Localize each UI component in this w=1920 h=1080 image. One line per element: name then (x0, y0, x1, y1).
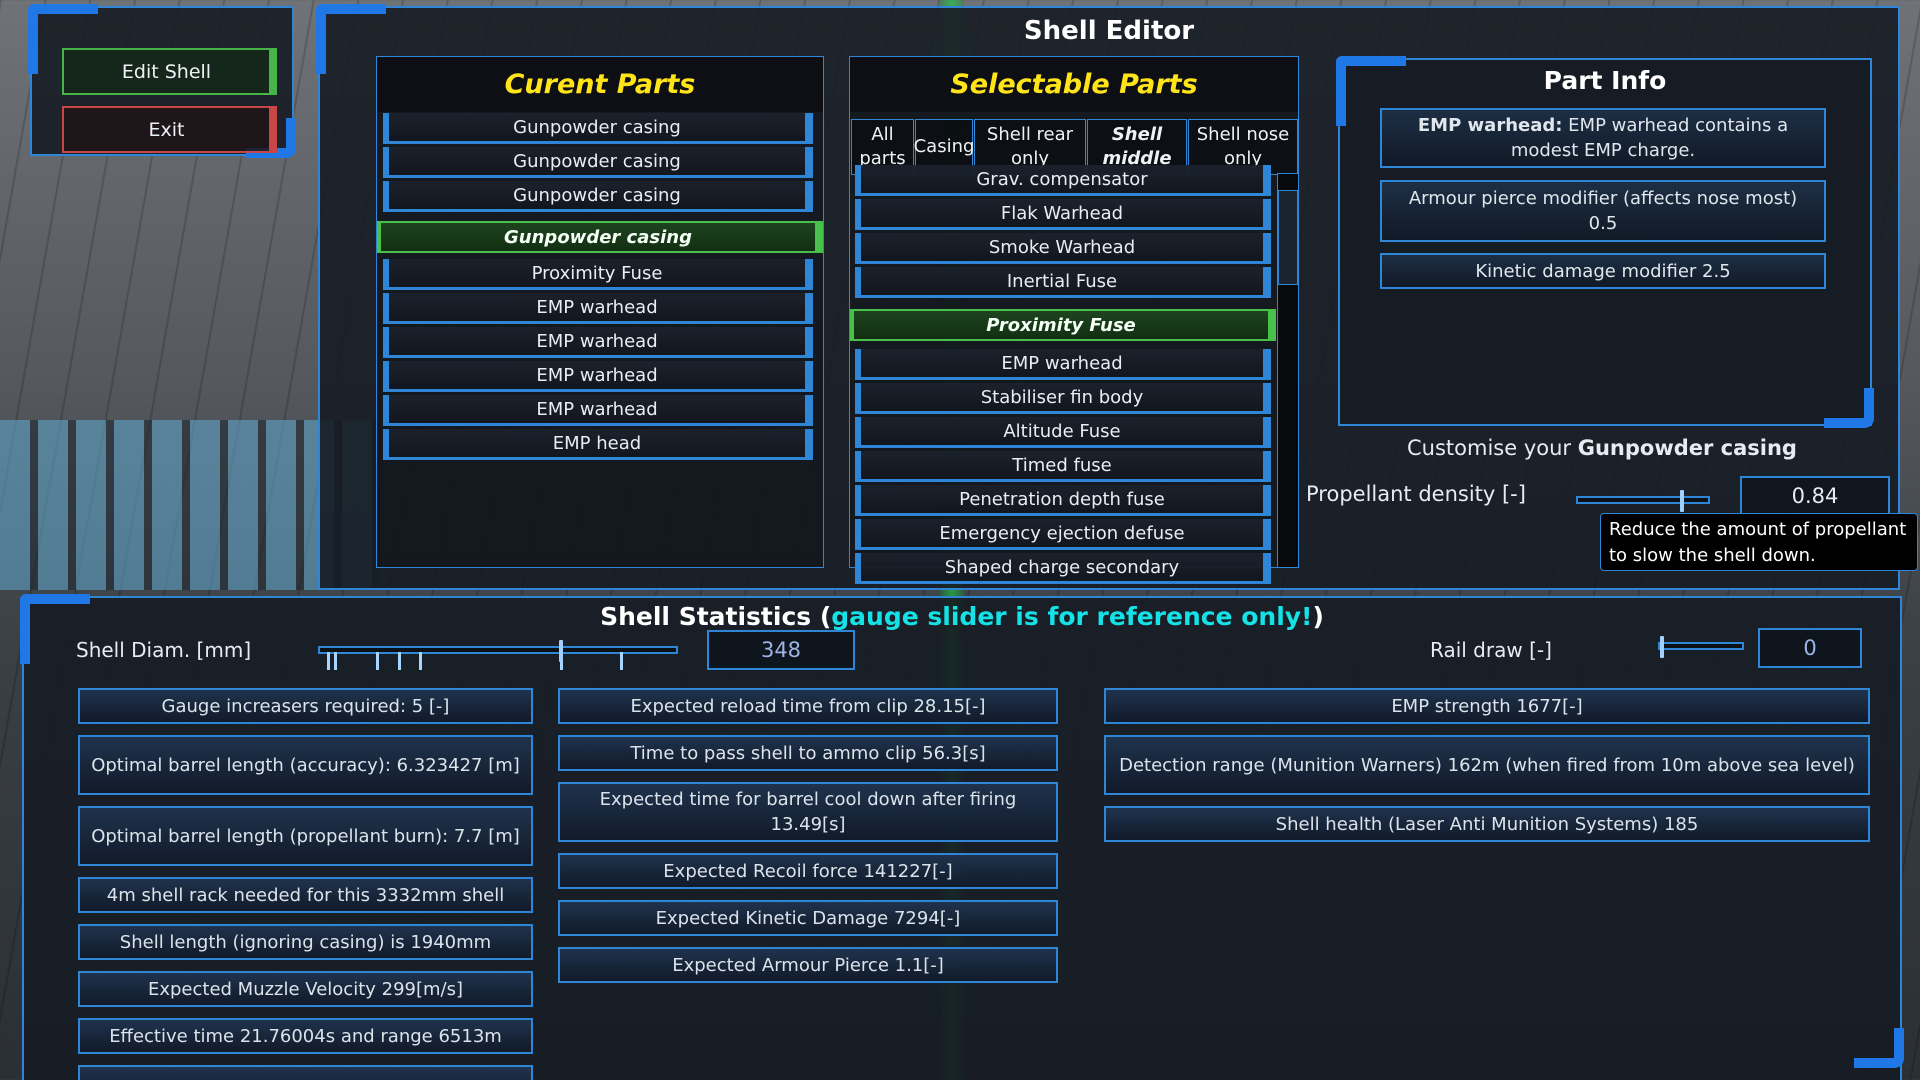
stat-box: Detection range (Munition Warners) 162m … (1104, 735, 1870, 795)
selectable-part-item[interactable]: Flak Warhead (855, 199, 1271, 230)
gauge-tick-mark (419, 652, 422, 670)
propellant-density-field[interactable]: 0.84 (1740, 476, 1890, 516)
current-part-item[interactable]: Proximity Fuse (383, 259, 813, 290)
selectable-part-item[interactable]: Inertial Fuse (855, 267, 1271, 298)
exit-button[interactable]: Exit (62, 106, 277, 153)
stat-box: Shell health (Laser Anti Munition System… (1104, 806, 1870, 842)
panel-corner-decoration (1336, 56, 1406, 126)
propellant-density-label: Propellant density [-] (1306, 482, 1526, 506)
gauge-tick-mark (376, 652, 379, 670)
current-part-item[interactable]: EMP warhead (383, 361, 813, 392)
stat-box: Expected Armour Pierce 1.1[-] (558, 947, 1058, 983)
selectable-part-item[interactable]: Proximity Fuse (850, 309, 1276, 341)
gauge-tick-mark (398, 652, 401, 670)
panel-corner-decoration (1824, 388, 1874, 428)
panel-corner-decoration (20, 594, 90, 664)
gauge-tick-mark (327, 652, 330, 670)
selectable-part-item[interactable]: Emergency ejection defuse (855, 519, 1271, 550)
stat-box: Effective time 21.76004s and range 6513m (78, 1018, 533, 1054)
panel-corner-decoration (316, 4, 386, 74)
selectable-part-item[interactable]: Stabiliser fin body (855, 383, 1271, 414)
edit-shell-button[interactable]: Edit Shell (62, 48, 277, 95)
stats-title-text: Shell Statistics ( (600, 602, 832, 631)
current-part-item[interactable]: Gunpowder casing (383, 181, 813, 212)
selectable-part-item[interactable]: Penetration depth fuse (855, 485, 1271, 516)
current-part-item[interactable]: EMP warhead (383, 327, 813, 358)
stat-box: EMP strength 1677[-] (1104, 688, 1870, 724)
current-part-item[interactable]: EMP head (383, 429, 813, 460)
shell-statistics-panel: Shell Statistics (gauge slider is for re… (20, 594, 1904, 1080)
panel-corner-decoration (1854, 1028, 1904, 1068)
current-part-item[interactable]: Gunpowder casing (383, 113, 813, 144)
stat-box: Optimal barrel length (accuracy): 6.3234… (78, 735, 533, 795)
selectable-part-item[interactable]: Smoke Warhead (855, 233, 1271, 264)
armour-pierce-modifier: Armour pierce modifier (affects nose mos… (1380, 180, 1826, 242)
current-part-item[interactable]: EMP warhead (383, 395, 813, 426)
selectable-part-item[interactable]: EMP warhead (855, 349, 1271, 380)
stats-title-end: ) (1312, 602, 1324, 631)
shell-diameter-field[interactable]: 348 (707, 630, 855, 670)
side-menu-panel: Edit Shell Exit (28, 4, 296, 158)
stat-box (78, 1065, 533, 1080)
customise-heading: Customise your Gunpowder casing (1407, 436, 1797, 460)
selectable-part-item[interactable]: Timed fuse (855, 451, 1271, 482)
panel-corner-decoration (246, 118, 296, 158)
background-scene-pipe (0, 420, 380, 590)
slider-thumb[interactable] (559, 640, 563, 662)
propellant-tooltip: Reduce the amount of propellant to slow … (1600, 513, 1918, 571)
stat-box: Expected reload time from clip 28.15[-] (558, 688, 1058, 724)
stat-box: Time to pass shell to ammo clip 56.3[s] (558, 735, 1058, 771)
slider-thumb[interactable] (1660, 636, 1664, 658)
stat-box: Optimal barrel length (propellant burn):… (78, 806, 533, 866)
selectable-part-item[interactable]: Grav. compensator (855, 165, 1271, 196)
gauge-tick-mark (334, 652, 337, 670)
scrollbar-thumb[interactable] (1278, 190, 1298, 285)
shell-diameter-label: Shell Diam. [mm] (76, 638, 252, 662)
stats-title-note: gauge slider is for reference only! (831, 602, 1313, 631)
stat-box: Expected time for barrel cool down after… (558, 782, 1058, 842)
rail-draw-field[interactable]: 0 (1758, 628, 1862, 668)
stat-box: Shell length (ignoring casing) is 1940mm (78, 924, 533, 960)
customise-part-name: Gunpowder casing (1577, 436, 1797, 460)
gauge-tick-mark (620, 652, 623, 670)
current-part-item[interactable]: Gunpowder casing (383, 147, 813, 178)
panel-corner-decoration (28, 4, 98, 74)
part-info-panel: Part Info EMP warhead: EMP warhead conta… (1336, 56, 1874, 428)
selectable-part-item[interactable]: Altitude Fuse (855, 417, 1271, 448)
part-description: EMP warhead: EMP warhead contains a mode… (1380, 108, 1826, 168)
stat-box: Gauge increasers required: 5 [-] (78, 688, 533, 724)
customise-prefix: Customise your (1407, 436, 1578, 460)
stats-title: Shell Statistics (gauge slider is for re… (24, 602, 1900, 631)
rail-draw-slider[interactable] (1658, 636, 1744, 658)
shell-diameter-gauge-slider[interactable] (318, 640, 678, 670)
part-description-text: EMP warhead contains a modest EMP charge… (1510, 115, 1789, 161)
part-name: EMP warhead: (1417, 115, 1563, 136)
selectable-parts-heading: Selectable Parts (850, 57, 1298, 112)
current-part-item[interactable]: Gunpowder casing (377, 221, 823, 253)
stat-box: Expected Recoil force 141227[-] (558, 853, 1058, 889)
selectable-parts-scrollbar[interactable] (1277, 173, 1299, 568)
propellant-density-slider[interactable] (1576, 490, 1710, 512)
rail-draw-label: Rail draw [-] (1430, 638, 1552, 662)
editor-title: Shell Editor (1023, 16, 1195, 46)
stat-box: Expected Kinetic Damage 7294[-] (558, 900, 1058, 936)
current-parts-heading: Curent Parts (377, 57, 823, 112)
stat-box: Expected Muzzle Velocity 299[m/s] (78, 971, 533, 1007)
slider-thumb[interactable] (1680, 490, 1684, 512)
current-part-item[interactable]: EMP warhead (383, 293, 813, 324)
kinetic-damage-modifier: Kinetic damage modifier 2.5 (1380, 253, 1826, 289)
stat-box: 4m shell rack needed for this 3332mm she… (78, 877, 533, 913)
part-info-title: Part Info (1543, 66, 1667, 95)
selectable-part-item[interactable]: Shaped charge secondary (855, 553, 1271, 584)
